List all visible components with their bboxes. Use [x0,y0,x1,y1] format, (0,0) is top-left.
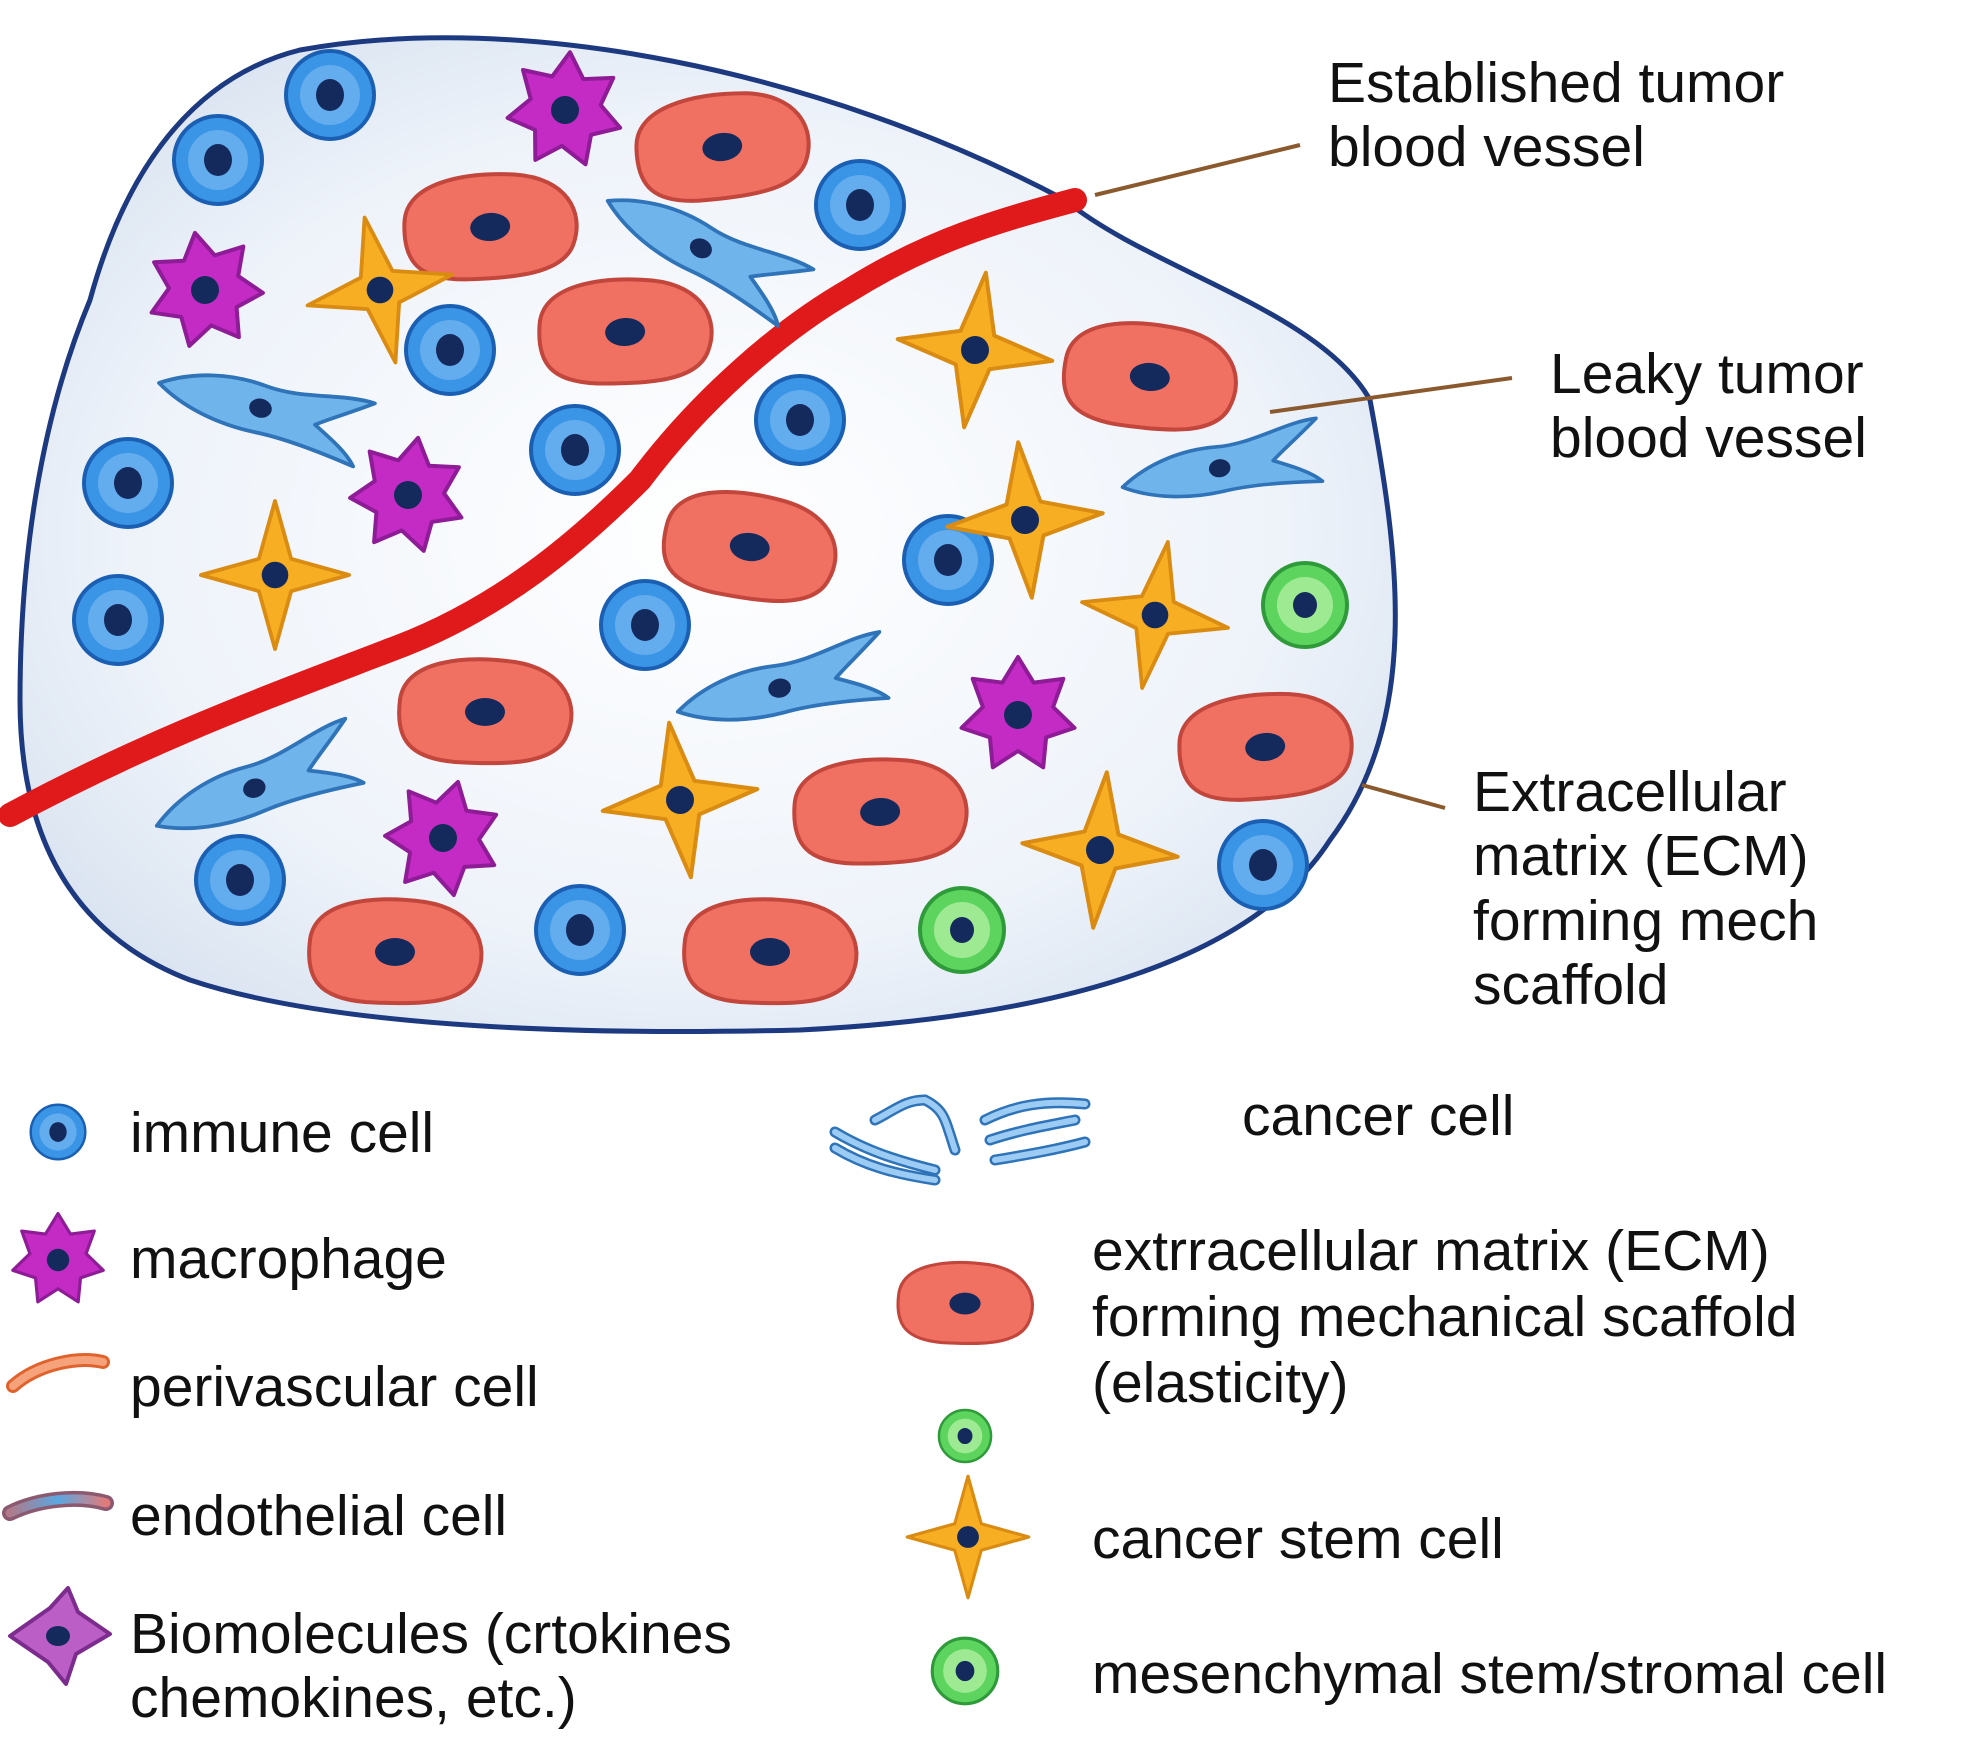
immune-cell [534,884,626,976]
tumor-cells [72,49,1354,1006]
cancer-cell-icon [829,1094,1091,1186]
mesenchymal-stem-cell [1261,561,1349,649]
perivascular-cell-icon [6,1353,110,1393]
ecm-cell-icon [896,1260,1034,1346]
leader-line-established [1094,143,1301,197]
ecm-cell [682,897,859,1006]
immune-cell [902,514,994,606]
ecm-cell [1061,321,1238,432]
cancer-cell [154,716,366,831]
cancer-stem-cell [895,270,1055,430]
cancer-stem-cell [1080,540,1230,690]
macrophage-icon [11,1211,105,1304]
immune-cell [404,304,496,396]
macrophage [959,655,1077,770]
immune-cell [194,834,286,926]
cancer-stem-cell [945,440,1105,600]
ecm-cell [661,490,838,603]
immune-cell [72,574,164,666]
immune-cell-icon [29,1103,87,1161]
immune-cell [814,159,906,251]
ecm-cell [397,657,574,766]
ecm-cell [634,91,811,203]
biomolecule-icon [8,1586,112,1686]
endothelial-cell-icon [2,1490,114,1521]
macrophage [505,50,623,167]
ecm-cell [1177,691,1354,802]
cancer-cell [1120,416,1325,499]
callout-ecm: Extracellular matrix (ECM) forming mech … [1473,760,1819,1018]
immune-cell [599,579,691,671]
mesenchymal-stem-cell [918,886,1006,974]
small-green-cell-icon [937,1408,993,1464]
ecm-cell [537,277,714,386]
ecm-cell [792,757,969,866]
callout-leaky-vessel: Leaky tumor blood vessel [1550,342,1867,470]
mesenchymal-stem-cell-icon [930,1636,1000,1706]
immune-cell [172,114,264,206]
legend-label-macrophage: macrophage [130,1227,447,1291]
legend-label-ecm-cell: extrracellular matrix (ECM) forming mech… [1092,1219,1798,1416]
callout-established-vessel: Established tumor blood vessel [1328,51,1785,179]
cancer-cell [157,373,377,469]
macrophage [383,779,499,898]
cancer-stem-cell [198,498,352,652]
macrophage [348,435,464,553]
legend-label-mesenchymal-stem-cell: mesenchymal stem/stromal cell [1092,1642,1888,1706]
macrophage [149,230,265,348]
cancer-stem-cell [305,215,455,365]
cancer-stem-cell [600,720,760,880]
established-blood-vessel [0,188,1087,827]
cancer-cell [675,630,891,722]
legend-label-perivascular-cell: perivascular cell [130,1355,539,1419]
leader-line-ecm [1361,783,1446,810]
legend-label-cancer-stem-cell: cancer stem cell [1092,1507,1504,1571]
cancer-cell [605,198,816,328]
ecm-cell [307,897,484,1006]
legend-label-immune-cell: immune cell [130,1101,435,1165]
immune-cell [284,49,376,141]
immune-cell [529,404,621,496]
leader-line-leaky [1269,376,1513,414]
legend-icons [2,1094,1091,1706]
cancer-stem-cell [1020,770,1180,930]
cancer-stem-cell-icon [905,1474,1031,1600]
legend-label-cancer-cell: cancer cell [1242,1084,1515,1148]
legend-label-biomolecules: Biomolecules (crtokines chemokines, etc.… [130,1602,732,1730]
immune-cell [754,374,846,466]
legend-label-endothelial-cell: endothelial cell [130,1484,508,1548]
immune-cell [1217,819,1309,911]
immune-cell [82,437,174,529]
